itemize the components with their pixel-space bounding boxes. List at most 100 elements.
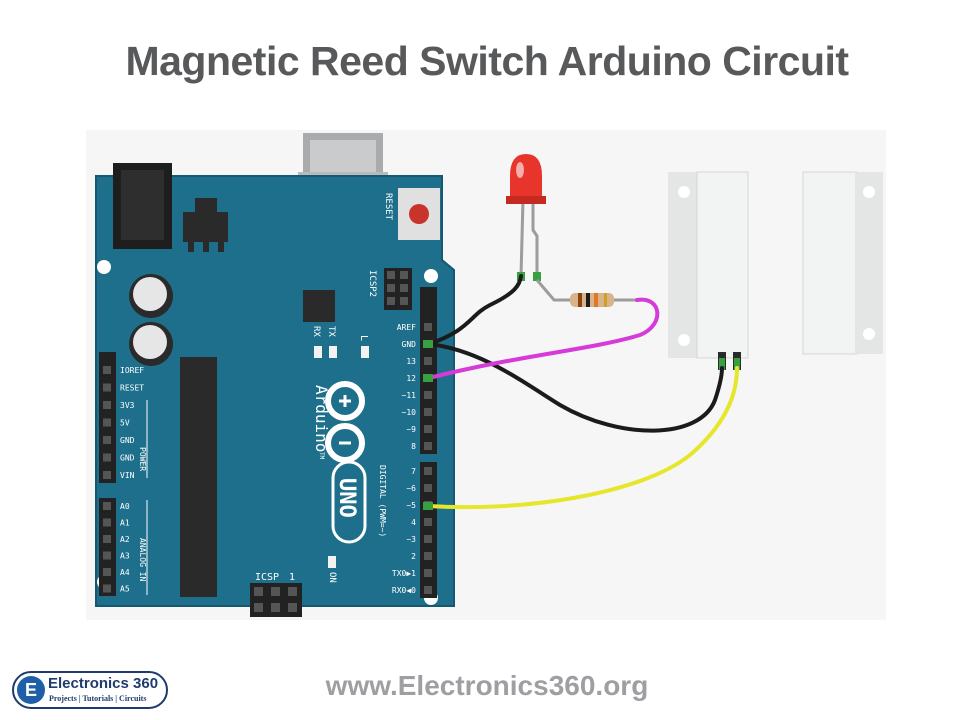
power-pin xyxy=(103,453,111,462)
power-pin-labels: IOREF RESET 3V3 5V GND GND VIN xyxy=(103,366,144,480)
digital-pin xyxy=(424,442,432,450)
diagram-title: Magnetic Reed Switch Arduino Circuit xyxy=(125,38,849,84)
icsp2-label: ICSP2 xyxy=(367,270,377,297)
microcontroller-chip xyxy=(180,357,217,597)
digital-pin-label: 7 xyxy=(411,467,416,476)
digital-pin-label: 13 xyxy=(406,357,416,366)
analog-header xyxy=(99,498,116,596)
digital-pin xyxy=(424,518,432,526)
analog-pin xyxy=(103,502,111,510)
power-pin-label: GND xyxy=(120,454,135,463)
digital-header-lower xyxy=(420,462,437,598)
digital-pin xyxy=(424,535,432,543)
led-l xyxy=(361,346,369,358)
power-pin xyxy=(103,401,111,409)
digital-pin xyxy=(424,586,432,594)
reset-button[interactable] xyxy=(398,188,440,240)
logo-badge-icon: E xyxy=(17,676,45,704)
logo-name: Electronics 360 xyxy=(48,675,159,692)
analog-pin-label: A3 xyxy=(120,552,130,561)
power-pin-label: 5V xyxy=(120,419,130,428)
reset-label: RESET xyxy=(383,193,393,221)
mounting-hole xyxy=(97,260,111,274)
digital-pin-label: ~9 xyxy=(406,425,416,434)
digital-group-label: DIGITAL (PWM=~) xyxy=(378,465,387,537)
reed-switch-icon xyxy=(668,171,749,370)
analog-pin xyxy=(103,584,111,593)
digital-pin-label: 2 xyxy=(411,552,416,561)
digital-pin-label: ~11 xyxy=(402,391,417,400)
digital-pin-label: ~5 xyxy=(406,501,416,510)
uno-badge xyxy=(331,460,367,544)
arduino-brand-label: Arduino xyxy=(312,385,331,452)
analog-pin-label: A0 xyxy=(120,502,130,511)
electronics360-logo: E Electronics 360 Projects | Tutorials |… xyxy=(12,671,168,709)
digital-pin-label: TX0▶1 xyxy=(392,569,416,578)
footer-url: www.Electronics360.org xyxy=(325,670,649,701)
analog-pin-label: A2 xyxy=(120,535,130,544)
digital-pin-label: ~10 xyxy=(402,408,417,417)
digital-pin xyxy=(424,484,432,492)
digital-pin xyxy=(424,323,432,331)
digital-pin xyxy=(424,357,432,365)
analog-pin-label: A5 xyxy=(120,585,130,594)
wire-pin5-to-reed xyxy=(427,366,739,510)
power-pin xyxy=(103,436,111,444)
usb-chip xyxy=(303,290,335,322)
icsp-header xyxy=(250,583,302,617)
wire-pin12-to-resistor xyxy=(427,297,660,380)
digital-pin-label: ~3 xyxy=(406,535,416,544)
digital-pin-label: RX0◀0 xyxy=(392,586,416,595)
arduino-logo-icon xyxy=(325,381,365,463)
icsp-pin1-label: 1 xyxy=(289,572,295,583)
led-tx xyxy=(329,346,337,358)
resistor-icon xyxy=(535,279,640,307)
digital-pin xyxy=(424,408,432,416)
arduino-uno-board: RESET ICSP2 L TX RX Arduino TM UNO xyxy=(95,163,455,617)
mounting-hole xyxy=(424,269,438,283)
on-label: ON xyxy=(327,572,337,583)
led-on xyxy=(328,556,336,568)
digital-pin-label: 12 xyxy=(406,374,416,383)
digital-pin-label: 8 xyxy=(411,442,416,451)
digital-pin xyxy=(424,425,432,433)
power-pin-label: GND xyxy=(120,436,135,445)
uno-label: UNO xyxy=(334,478,359,518)
digital-pin xyxy=(424,467,432,475)
power-pin xyxy=(103,366,111,374)
power-pin-label: IOREF xyxy=(120,366,144,375)
icsp2-header xyxy=(384,268,412,310)
analog-group-label: ANALOG IN xyxy=(138,538,147,582)
power-pin xyxy=(103,471,111,479)
power-pin-label: RESET xyxy=(120,384,144,393)
trademark-label: TM xyxy=(318,452,325,460)
digital-pin xyxy=(424,552,432,560)
analog-pin xyxy=(103,568,111,576)
rx-label: RX xyxy=(311,326,321,337)
analog-pin-label: A4 xyxy=(120,568,130,577)
power-pin xyxy=(103,418,111,427)
led-rx xyxy=(314,346,322,358)
digital-pin-label: GND xyxy=(402,340,417,349)
wire-gnd-to-led xyxy=(427,274,523,346)
tx-label: TX xyxy=(326,326,336,337)
power-pin xyxy=(103,383,111,392)
icsp-label: ICSP xyxy=(255,572,279,583)
logo-tagline: Projects | Tutorials | Circuits xyxy=(49,694,147,703)
digital-pin-label: 4 xyxy=(411,518,416,527)
magnet-icon xyxy=(802,171,883,355)
led-icon xyxy=(506,154,546,281)
analog-pin-label: A1 xyxy=(120,519,130,528)
digital-pin xyxy=(424,391,432,399)
digital-pin-label: AREF xyxy=(397,323,416,332)
analog-pin xyxy=(103,518,111,527)
analog-pin xyxy=(103,551,111,560)
power-pin-label: 3V3 xyxy=(120,401,135,410)
digital-pin xyxy=(424,569,432,577)
voltage-regulator xyxy=(183,212,228,242)
power-pin-label: VIN xyxy=(120,471,135,480)
digital-pin-label: ~6 xyxy=(406,484,416,493)
power-group-label: POWER xyxy=(138,447,147,471)
